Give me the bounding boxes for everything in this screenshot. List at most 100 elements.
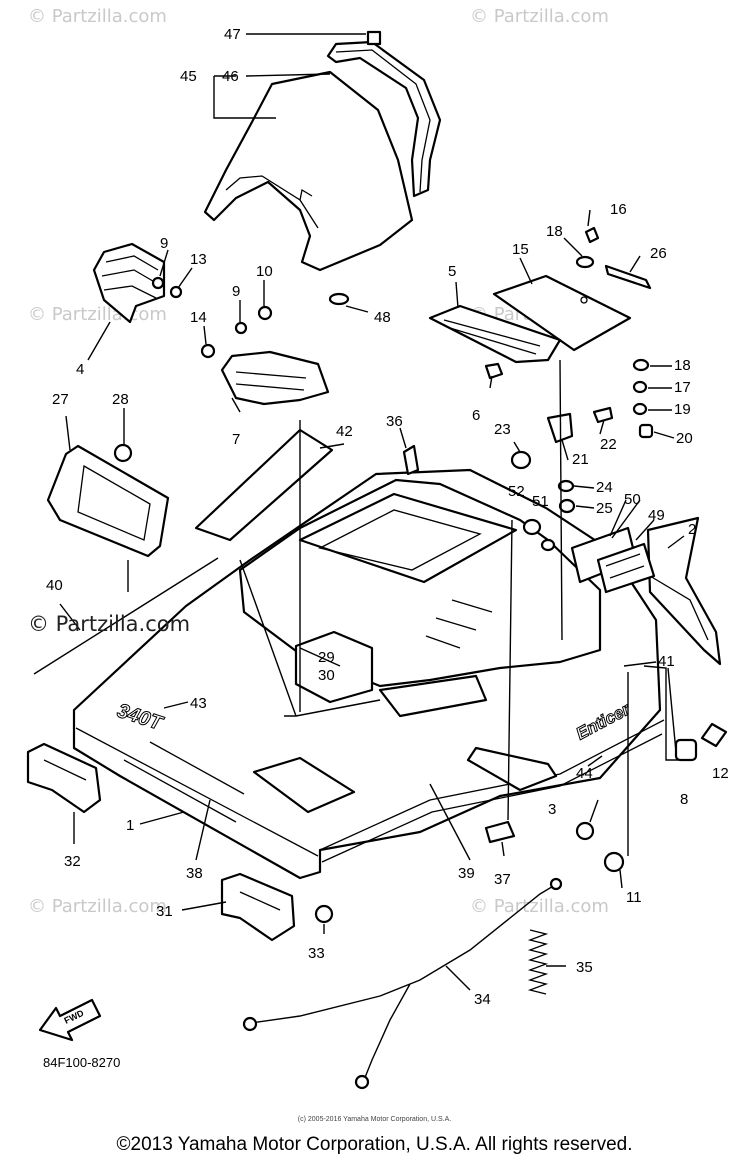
callout-2: 2 <box>688 521 696 538</box>
side-vent-left <box>46 444 170 558</box>
spacer-icon <box>674 738 698 762</box>
cable-end <box>354 1074 370 1090</box>
callout-26: 26 <box>650 245 667 262</box>
trim-end-cap <box>366 30 382 46</box>
callout-36: 36 <box>386 413 403 430</box>
nut-icon <box>314 904 334 924</box>
instrument-opening <box>294 630 374 704</box>
callout-40: 40 <box>46 577 63 594</box>
cap-icon <box>638 423 654 439</box>
callout-8: 8 <box>680 791 688 808</box>
callout-24: 24 <box>596 479 613 496</box>
bulb-icon <box>584 226 600 244</box>
diagram-code: 84F100-8270 <box>43 1055 121 1070</box>
bolt-icon <box>700 722 728 748</box>
nut-icon <box>575 821 595 841</box>
callout-45: 45 <box>180 68 197 85</box>
watermark-text: © Partzilla.com <box>470 896 609 917</box>
watermark-text: © Partzilla.com <box>28 304 167 325</box>
bolt-icon <box>592 406 614 424</box>
callout-23: 23 <box>494 421 511 438</box>
callout-50: 50 <box>624 491 641 508</box>
latch-clip <box>484 362 504 380</box>
hinge-front-right <box>220 872 296 942</box>
cable-end <box>242 1016 258 1032</box>
callout-30: 30 <box>318 667 335 684</box>
callout-9: 9 <box>160 235 168 252</box>
callout-25: 25 <box>596 500 613 517</box>
callout-43: 43 <box>190 695 207 712</box>
rod-icon <box>604 264 652 290</box>
callout-29: 29 <box>318 649 335 666</box>
callout-38: 38 <box>186 865 203 882</box>
callout-32: 32 <box>64 853 81 870</box>
callout-14: 14 <box>190 309 207 326</box>
grommet-icon <box>522 518 542 536</box>
callout-22: 22 <box>600 436 617 453</box>
callout-3: 3 <box>548 801 556 818</box>
hood-cable-branch <box>363 983 411 1081</box>
dash-panel <box>492 274 632 352</box>
watermark-text: © Partzilla.com <box>28 896 167 917</box>
callout-39: 39 <box>458 865 475 882</box>
callout-49: 49 <box>648 507 665 524</box>
callout-35: 35 <box>576 959 593 976</box>
callout-labels: 47 45 46 9 13 10 9 14 48 4 7 16 18 26 15… <box>46 26 729 1008</box>
glovebox-lid <box>428 304 562 364</box>
callout-21: 21 <box>572 451 589 468</box>
callout-12: 12 <box>712 765 729 782</box>
forward-arrow-icon: FWD <box>38 998 102 1042</box>
windshield-trim <box>326 30 442 198</box>
callout-41: 41 <box>658 653 675 670</box>
callout-44: 44 <box>576 765 593 782</box>
callout-18: 18 <box>674 357 691 374</box>
callout-51: 51 <box>532 493 549 510</box>
callout-19: 19 <box>674 401 691 418</box>
nut-icon <box>151 276 165 290</box>
nut-icon <box>510 450 532 470</box>
callout-48: 48 <box>374 309 391 326</box>
callout-4: 4 <box>76 361 84 378</box>
washer-icon <box>540 538 556 552</box>
callout-20: 20 <box>676 430 693 447</box>
grommet-icon <box>557 479 575 493</box>
footer-copyright: ©2013 Yamaha Motor Corporation, U.S.A. A… <box>116 1134 633 1155</box>
callout-13: 13 <box>190 251 207 268</box>
grommet-icon <box>558 498 576 514</box>
grommet-icon <box>575 255 595 269</box>
footer-small-copyright: (c) 2005-2016 Yamaha Motor Corporation, … <box>297 1116 452 1123</box>
callout-18: 18 <box>546 223 563 240</box>
trim-strip <box>194 428 334 542</box>
callout-17: 17 <box>674 379 691 396</box>
bolt-icon <box>200 343 216 359</box>
side-grille-left <box>92 242 166 324</box>
watermark-text: © Partzilla.com <box>470 6 609 27</box>
nut-icon <box>257 305 273 321</box>
callout-31: 31 <box>156 903 173 920</box>
nut-icon <box>234 321 248 335</box>
spring-icon <box>527 929 549 995</box>
callout-37: 37 <box>494 871 511 888</box>
callout-28: 28 <box>112 391 129 408</box>
callout-52: 52 <box>508 483 525 500</box>
label-plate <box>484 820 516 844</box>
callout-42: 42 <box>336 423 353 440</box>
leader-lines <box>59 33 685 991</box>
air-scoop <box>220 350 330 406</box>
callout-9: 9 <box>232 283 240 300</box>
hinge-front-left <box>26 742 102 814</box>
callout-27: 27 <box>52 391 69 408</box>
washer-icon <box>328 292 350 306</box>
callout-10: 10 <box>256 263 273 280</box>
side-panel-right <box>466 746 558 792</box>
nut-icon <box>169 285 183 299</box>
watermark-text: © Partzilla.com <box>28 6 167 27</box>
nut-icon <box>603 851 625 873</box>
callout-11: 11 <box>626 889 642 906</box>
hood-rod <box>33 557 219 675</box>
callout-34: 34 <box>474 991 491 1008</box>
hood-cable <box>243 881 561 1025</box>
callout-46: 46 <box>222 68 239 85</box>
headlight-lens <box>378 674 488 718</box>
